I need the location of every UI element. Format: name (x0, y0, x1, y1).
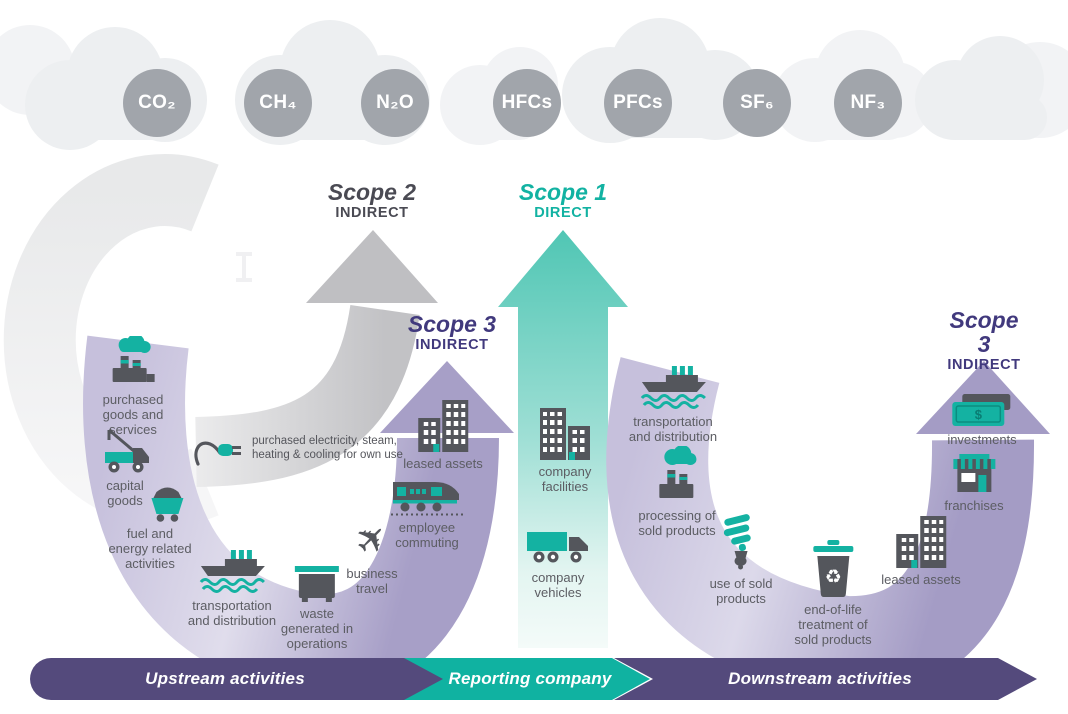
scope3-upstream-heading: Scope 3 INDIRECT (408, 312, 496, 353)
building-icon (418, 400, 468, 452)
scope2-type: INDIRECT (335, 205, 409, 222)
scope3-downstream-type: INDIRECT (947, 357, 1021, 374)
electric-plug-icon (194, 441, 241, 466)
bar-segment-reporting (402, 658, 650, 700)
item-capital-goods: capital goods (97, 424, 153, 508)
bar-label-downstream: Downstream activities (728, 669, 912, 688)
bottom-bar (30, 658, 1037, 700)
item-purchased-goods: purchased goods and services (102, 336, 164, 438)
airplane-icon: ✈ (349, 518, 395, 562)
item-waste: waste generated in operations (281, 556, 353, 651)
item-label: processing of sold products (638, 508, 716, 539)
bar-label-upstream: Upstream activities (145, 669, 305, 688)
gas-circle-hfcs: HFCs (493, 69, 561, 137)
cfl-bulb-icon (724, 514, 752, 570)
bar-label-reporting-company: Reporting company (448, 669, 612, 688)
item-upstream-transport: transportation and distribution (188, 548, 276, 628)
item-label: waste generated in operations (280, 606, 354, 652)
recycle-bin-icon: ♻ (812, 540, 853, 597)
factory-smoke-icon (112, 336, 155, 382)
gas-circle-co2: CO₂ (123, 69, 191, 137)
item-investments: $ investments (947, 394, 1017, 447)
item-label: franchises (944, 498, 1004, 513)
bar-segment-downstream (614, 658, 1037, 700)
gas-circle-sf6: SF₆ (723, 69, 791, 137)
building-icon (540, 408, 590, 460)
bar-segment-upstream (30, 658, 444, 700)
dumpster-icon (295, 566, 339, 602)
gas-label: HFCs (501, 92, 553, 113)
gas-label: SF₆ (740, 92, 774, 113)
scope1-heading: Scope 1 DIRECT (519, 180, 607, 221)
banknotes-icon: $ (952, 394, 1010, 426)
item-employee-commuting: employee commuting (389, 474, 465, 550)
scope3-downstream-title: Scope 3 (949, 307, 1019, 358)
item-label: business travel (346, 566, 398, 597)
gas-label: NF₃ (850, 92, 886, 113)
scope2-note-text: purchased electricity, steam, heating & … (252, 434, 403, 461)
item-label: investments (947, 432, 1017, 447)
scope3-upstream-title: Scope 3 (407, 311, 497, 337)
crane-truck-icon (105, 428, 149, 473)
dollar-symbol: $ (974, 407, 982, 422)
item-company-facilities: company facilities (538, 402, 592, 494)
item-label: use of sold products (709, 576, 773, 607)
gas-label: CO₂ (138, 92, 176, 113)
item-label: end-of-life treatment of sold products (794, 602, 872, 648)
truck-icon (527, 532, 588, 563)
train-icon (391, 482, 463, 516)
scope2-heading: Scope 2 INDIRECT (328, 180, 416, 221)
item-end-of-life: ♻ end-of-life treatment of sold products (794, 540, 872, 648)
item-use-of-sold-products: use of sold products (709, 514, 773, 607)
scope3-upstream-type: INDIRECT (415, 337, 489, 354)
item-label: purchased goods and services (102, 392, 164, 438)
scope2-arrow (195, 230, 438, 487)
gas-label: CH₄ (259, 92, 297, 113)
item-label: company vehicles (531, 570, 585, 601)
item-label: capital goods (106, 478, 144, 509)
cargo-ship-icon (640, 366, 707, 409)
item-label: transportation and distribution (628, 414, 718, 445)
storefront-icon (953, 454, 995, 492)
item-business-travel: ✈ business travel (346, 518, 397, 596)
item-label: leased assets (881, 572, 961, 587)
scope3-downstream-heading: Scope 3 INDIRECT (942, 308, 1026, 374)
gas-circle-pfcs: PFCs (604, 69, 672, 137)
item-label: transportation and distribution (187, 598, 277, 629)
cargo-ship-icon (199, 550, 266, 593)
item-downstream-leased-assets: leased assets (881, 510, 961, 587)
gas-label: N₂O (376, 92, 414, 113)
item-label: employee commuting (395, 520, 459, 551)
item-label: leased assets (403, 456, 483, 471)
gas-label: PFCs (613, 92, 663, 113)
scope1-type: DIRECT (534, 205, 592, 222)
scope1-title: Scope 1 (518, 179, 608, 205)
scope2-note: purchased electricity, steam, heating & … (194, 430, 403, 466)
recycle-symbol: ♻ (824, 567, 841, 588)
gas-circle-n2o: N₂O (361, 69, 429, 137)
scope2-title: Scope 2 (327, 179, 417, 205)
item-upstream-leased-assets: leased assets (403, 394, 483, 471)
item-downstream-transport: transportation and distribution (629, 364, 717, 444)
item-label: fuel and energy related activities (108, 526, 192, 572)
item-fuel-energy: fuel and energy related activities (108, 480, 192, 572)
mine-cart-icon (151, 487, 183, 522)
gas-circle-ch4: CH₄ (244, 69, 312, 137)
item-company-vehicles: company vehicles (525, 528, 591, 600)
gas-circle-nf3: NF₃ (834, 69, 902, 137)
text-cursor-artifact (236, 252, 252, 282)
item-processing-sold-products: processing of sold products (638, 446, 716, 539)
building-icon (896, 516, 946, 568)
item-label: company facilities (538, 464, 592, 495)
factory-smoke-icon (658, 446, 696, 498)
item-franchises: franchises (944, 454, 1004, 513)
